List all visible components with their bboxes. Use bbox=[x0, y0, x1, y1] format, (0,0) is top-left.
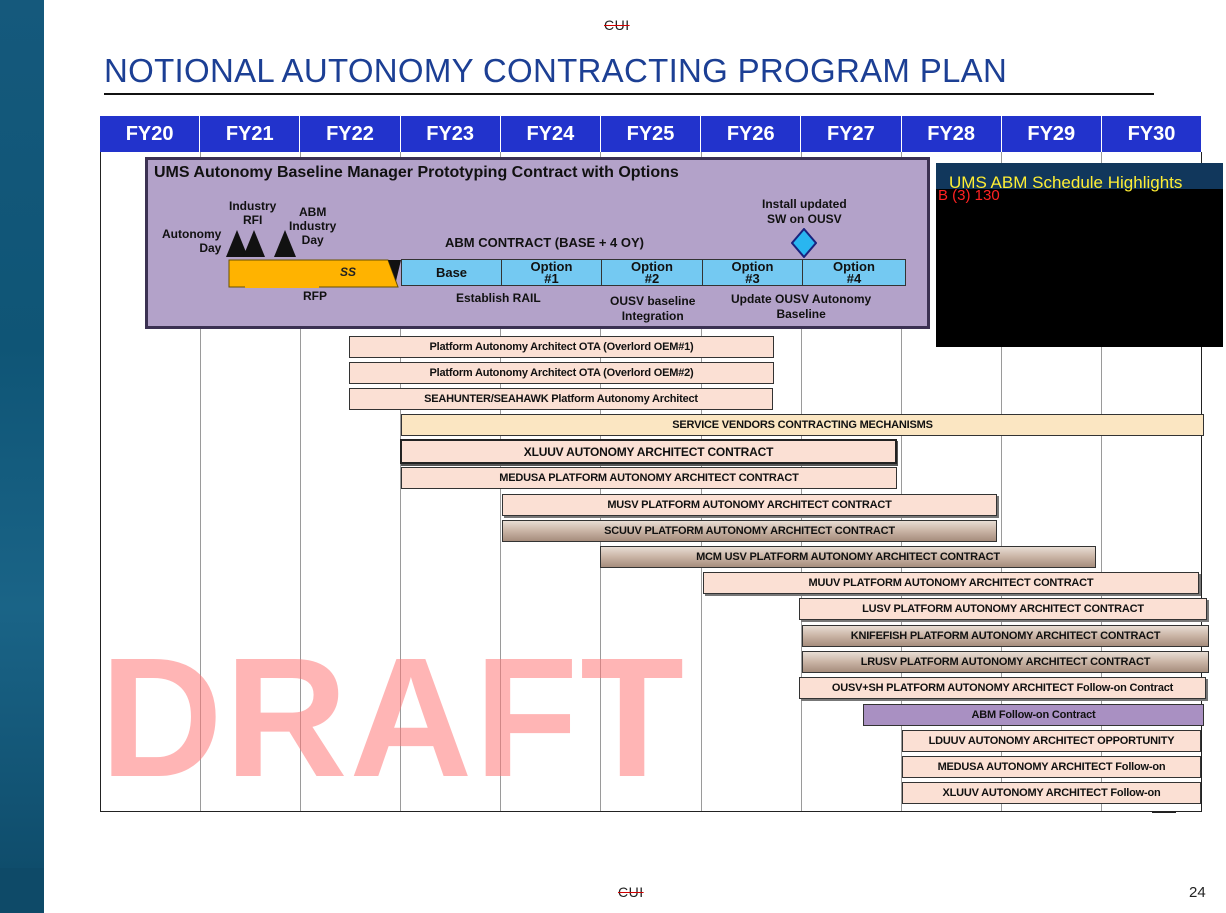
left-decorative-band-footer bbox=[0, 868, 44, 913]
fy-cell: FY25 bbox=[600, 116, 702, 152]
contract-bar: ABM Follow-on Contract bbox=[863, 704, 1204, 726]
contract-bar: MUUV PLATFORM AUTONOMY ARCHITECT CONTRAC… bbox=[703, 572, 1199, 594]
milestone-autonomy-day: Autonomy Day bbox=[162, 227, 222, 255]
contract-bar: Platform Autonomy Architect OTA (Overlor… bbox=[349, 336, 774, 358]
contract-bar: XLUUV AUTONOMY ARCHITECT CONTRACT bbox=[400, 439, 897, 464]
milestone-triangle bbox=[243, 230, 265, 257]
contract-bar: MEDUSA PLATFORM AUTONOMY ARCHITECT CONTR… bbox=[401, 467, 897, 489]
schedule-highlights-panel: UMS ABM Schedule Highlights B (3) 130 bbox=[936, 163, 1223, 347]
fy-cell: FY28 bbox=[901, 116, 1002, 152]
fy-cell: FY20 bbox=[100, 116, 201, 152]
contract-bar: SCUUV PLATFORM AUTONOMY ARCHITECT CONTRA… bbox=[502, 520, 997, 542]
diamond-milestone-icon bbox=[791, 228, 817, 258]
grid-line bbox=[400, 152, 401, 812]
grid-line bbox=[1201, 152, 1202, 812]
contract-bar: MUSV PLATFORM AUTONOMY ARCHITECT CONTRAC… bbox=[502, 494, 997, 516]
contract-bar: MEDUSA AUTONOMY ARCHITECT Follow-on bbox=[902, 756, 1201, 778]
note-ousv-baseline: OUSV baseline Integration bbox=[610, 294, 696, 323]
milestone-install-updated: Install updated SW on OUSV bbox=[762, 197, 847, 226]
fy-cell: FY24 bbox=[500, 116, 601, 152]
fy-cell: FY29 bbox=[1001, 116, 1102, 152]
fy-cell: FY30 bbox=[1101, 116, 1203, 152]
contract-bar: LDUUV AUTONOMY ARCHITECT OPPORTUNITY bbox=[902, 730, 1201, 752]
slide-title: NOTIONAL AUTONOMY CONTRACTING PROGRAM PL… bbox=[104, 52, 1008, 89]
title-underline bbox=[104, 93, 1154, 95]
contract-bar: XLUUV AUTONOMY ARCHITECT Follow-on bbox=[902, 782, 1201, 804]
abm-contract-label: ABM CONTRACT (BASE + 4 OY) bbox=[445, 235, 644, 250]
contract-bar: Platform Autonomy Architect OTA (Overlor… bbox=[349, 362, 774, 384]
contract-bar: SEAHUNTER/SEAHAWK Platform Autonomy Arch… bbox=[349, 388, 773, 410]
highlights-heading: UMS ABM Schedule Highlights bbox=[936, 163, 1223, 192]
segment-option-4: Option #4 bbox=[802, 259, 906, 286]
fy-cell: FY21 bbox=[200, 116, 301, 152]
classification-marking-bottom: CUI bbox=[618, 884, 644, 900]
page-number: 24 bbox=[1189, 884, 1206, 901]
milestone-industry-rfi: Industry RFI bbox=[229, 199, 277, 227]
fiscal-year-header: FY20 FY21 FY22 FY23 FY24 FY25 FY26 FY27 … bbox=[100, 116, 1203, 152]
contract-bar: LUSV PLATFORM AUTONOMY ARCHITECT CONTRAC… bbox=[799, 598, 1207, 620]
contract-bar: OUSV+SH PLATFORM AUTONOMY ARCHITECT Foll… bbox=[799, 677, 1206, 699]
milestone-triangle bbox=[226, 230, 248, 257]
milestone-abm-industry-day: ABM Industry Day bbox=[289, 205, 337, 247]
milestone-triangle bbox=[274, 230, 296, 257]
rfp-label: RFP bbox=[303, 289, 327, 303]
fy-cell: FY26 bbox=[701, 116, 802, 152]
grid-line bbox=[1101, 152, 1102, 812]
grid-line bbox=[901, 152, 902, 812]
segment-option-2: Option #2 bbox=[601, 259, 703, 286]
fy-cell: FY22 bbox=[300, 116, 401, 152]
redaction-note: B (3) 130 bbox=[938, 187, 1000, 204]
contract-bar: MCM USV PLATFORM AUTONOMY ARCHITECT CONT… bbox=[600, 546, 1096, 568]
segment-option-1: Option #1 bbox=[501, 259, 602, 286]
note-update-ousv: Update OUSV Autonomy Baseline bbox=[731, 292, 872, 321]
contract-bar: LRUSV PLATFORM AUTONOMY ARCHITECT CONTRA… bbox=[802, 651, 1209, 673]
rfp-bar-text: SS bbox=[340, 265, 357, 279]
fy-cell: FY23 bbox=[400, 116, 501, 152]
draft-watermark: DRAFT bbox=[100, 623, 686, 813]
fy-cell: FY27 bbox=[801, 116, 902, 152]
note-establish-rail: Establish RAIL bbox=[456, 291, 541, 305]
segment-base: Base bbox=[401, 259, 502, 286]
grid-line bbox=[200, 152, 201, 812]
grid-line bbox=[1001, 152, 1002, 812]
classification-marking-top: CUI bbox=[604, 17, 630, 33]
grid-line bbox=[300, 152, 301, 812]
timeline-baseline bbox=[100, 811, 1202, 812]
bottom-rule bbox=[1152, 812, 1176, 813]
contract-bar: SERVICE VENDORS CONTRACTING MECHANISMS bbox=[401, 414, 1204, 436]
grid-line bbox=[100, 152, 101, 812]
left-decorative-band bbox=[0, 0, 44, 868]
segment-option-3: Option #3 bbox=[702, 259, 803, 286]
abm-box-title: UMS Autonomy Baseline Manager Prototypin… bbox=[154, 164, 679, 181]
contract-bar: KNIFEFISH PLATFORM AUTONOMY ARCHITECT CO… bbox=[802, 625, 1209, 647]
rfp-bar bbox=[228, 259, 401, 288]
